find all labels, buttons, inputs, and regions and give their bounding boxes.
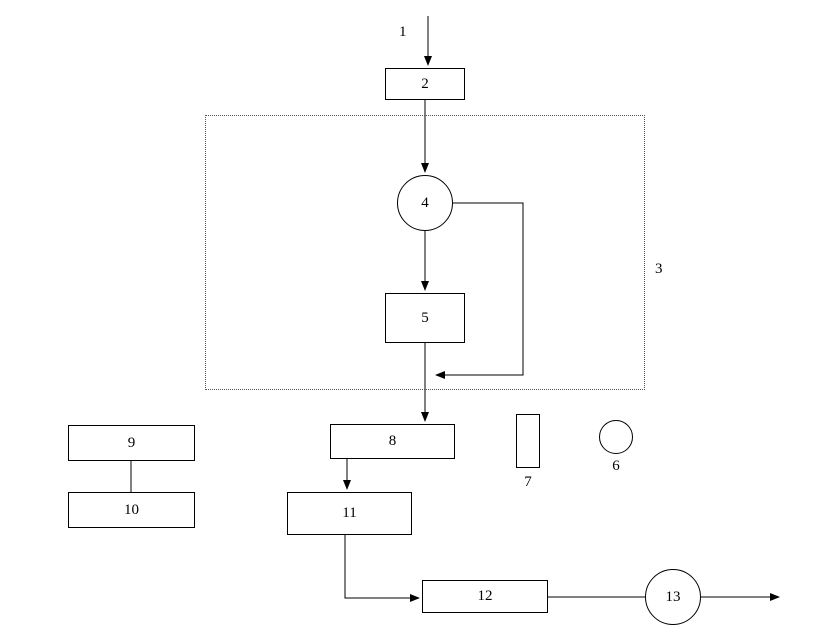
node-6: [599, 420, 633, 454]
node-9-label: 9: [127, 434, 136, 451]
node-8-label: 8: [388, 433, 397, 449]
node-2-label: 2: [421, 75, 429, 92]
region-label-3: 3: [655, 261, 663, 277]
node-13-label: 13: [665, 588, 681, 605]
node-10: 10: [68, 492, 195, 528]
node-label-6: 6: [612, 458, 620, 474]
node-4-label: 4: [421, 194, 429, 211]
edge-label-1: 1: [399, 24, 407, 40]
dotted-region-3: [205, 115, 645, 390]
node-11: 11: [287, 492, 412, 535]
node-5-label: 5: [421, 309, 429, 326]
node-4: 4: [397, 175, 453, 231]
node-9: 9: [68, 425, 195, 461]
node-10-label: 10: [124, 501, 139, 518]
node-5: 5: [385, 293, 465, 343]
edge-11-to-12: [344, 535, 420, 602]
node-12: 12: [422, 580, 548, 613]
node-8: 8: [330, 424, 455, 459]
node-13: 13: [645, 569, 701, 625]
node-2: 2: [385, 68, 465, 100]
edge-4-feedback-loop: [435, 202, 524, 379]
node-11-label: 11: [342, 505, 357, 521]
node-label-7: 7: [524, 474, 532, 490]
node-12-label: 12: [477, 588, 493, 604]
node-7: [516, 414, 540, 468]
